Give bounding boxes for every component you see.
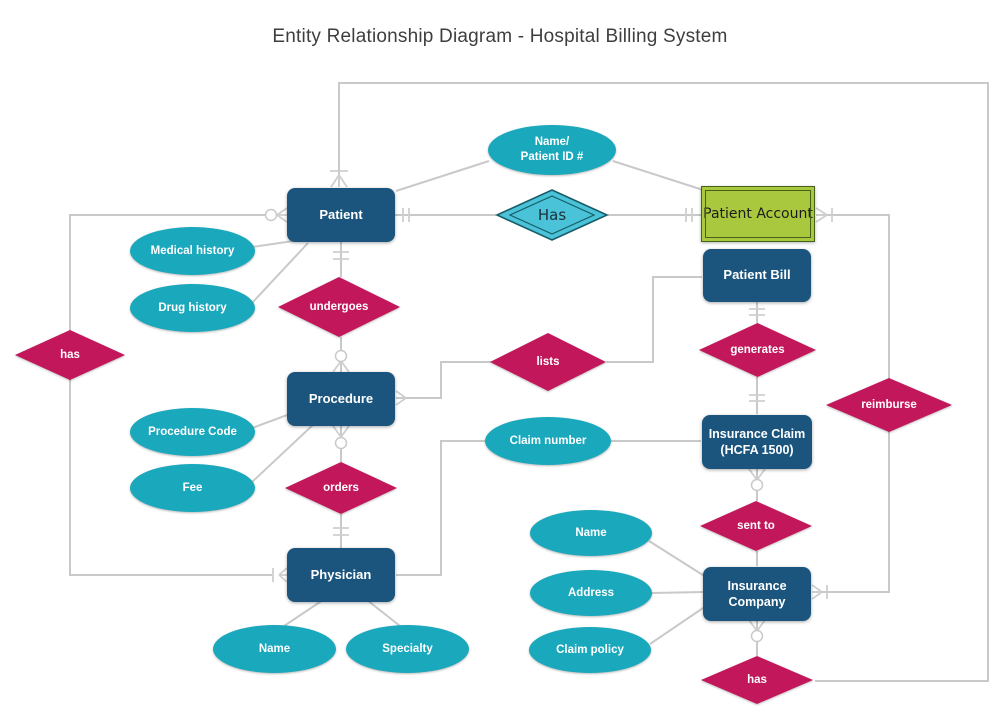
entity-patient-account-label: Patient Account (703, 206, 813, 222)
entity-insurance-claim[interactable]: Insurance Claim (HCFA 1500) (702, 415, 812, 469)
entity-patient-account[interactable]: Patient Account (701, 186, 815, 242)
entity-procedure-label: Procedure (308, 390, 374, 406)
entity-patient-bill-label: Patient Bill (723, 267, 791, 283)
has-diamond-shape (495, 189, 609, 241)
attribute-name-patient-id[interactable]: Name/ Patient ID # (488, 125, 616, 175)
relationship-sent-to[interactable]: sent to (700, 501, 812, 551)
attribute-label: Procedure Code (148, 425, 237, 438)
attribute-label: Name (258, 642, 291, 655)
relationship-label: has (60, 349, 80, 361)
attribute-claim-policy[interactable]: Claim policy (529, 627, 651, 673)
relationship-label: sent to (737, 520, 775, 532)
entity-procedure[interactable]: Procedure (287, 372, 395, 426)
attribute-label: Claim number (509, 434, 587, 447)
attribute-label: Fee (182, 481, 203, 494)
relationship-label: generates (730, 344, 785, 356)
relationship-label: orders (323, 482, 359, 494)
attribute-fee[interactable]: Fee (130, 464, 255, 512)
attribute-address[interactable]: Address (530, 570, 652, 616)
relationship-undergoes[interactable]: undergoes (278, 277, 400, 337)
relationship-has-insurance[interactable]: has (701, 656, 813, 704)
connector-claim-number-line (396, 440, 701, 576)
entity-physician-label: Physician (310, 566, 372, 582)
crow-foot-marks (276, 174, 828, 632)
attribute-company-name[interactable]: Name (530, 510, 652, 556)
entity-patient[interactable]: Patient (287, 188, 395, 242)
attribute-label: Drug history (158, 301, 227, 314)
attribute-medical-history[interactable]: Medical history (130, 227, 255, 275)
relationship-has-main-label: Has (537, 206, 567, 224)
attribute-label: Claim policy (556, 643, 624, 656)
attribute-drug-history[interactable]: Drug history (130, 284, 255, 332)
relationship-label: reimburse (861, 399, 917, 411)
relationship-label: has (747, 674, 767, 686)
entity-insurance-claim-label: Insurance Claim (HCFA 1500) (708, 426, 806, 457)
attribute-label: Name (575, 526, 607, 539)
attribute-label: Medical history (150, 244, 235, 257)
connector-outer-loops (69, 82, 989, 682)
cardinality-ticks (272, 170, 833, 599)
entity-patient-label: Patient (319, 206, 363, 222)
entity-physician[interactable]: Physician (287, 548, 395, 602)
entity-patient-bill[interactable]: Patient Bill (703, 249, 811, 302)
relationship-reimburse[interactable]: reimburse (826, 378, 952, 432)
attribute-physician-name[interactable]: Name (213, 625, 336, 673)
connector-lists-line (396, 276, 702, 399)
attribute-specialty[interactable]: Specialty (346, 625, 469, 673)
attribute-procedure-code[interactable]: Procedure Code (130, 408, 255, 456)
relationship-lists[interactable]: lists (490, 333, 606, 391)
connector-attribute-lines (250, 160, 707, 645)
relationship-generates[interactable]: generates (699, 323, 816, 377)
attribute-label: Name/ Patient ID # (520, 136, 584, 163)
relationship-orders[interactable]: orders (285, 462, 397, 514)
relationship-has-patient-physician[interactable]: has (15, 330, 125, 380)
zero-cardinality-circles (264, 208, 764, 643)
entity-insurance-company-label: Insurance Company (727, 578, 787, 609)
attribute-label: Address (567, 586, 615, 599)
relationship-label: lists (536, 356, 560, 368)
diagram-title: Entity Relationship Diagram - Hospital B… (272, 26, 728, 47)
entity-insurance-company[interactable]: Insurance Company (703, 567, 811, 621)
attribute-claim-number[interactable]: Claim number (485, 417, 611, 465)
relationship-label: undergoes (309, 301, 369, 313)
relationship-has-main[interactable]: Has (495, 189, 609, 241)
attribute-label: Specialty (382, 642, 433, 655)
